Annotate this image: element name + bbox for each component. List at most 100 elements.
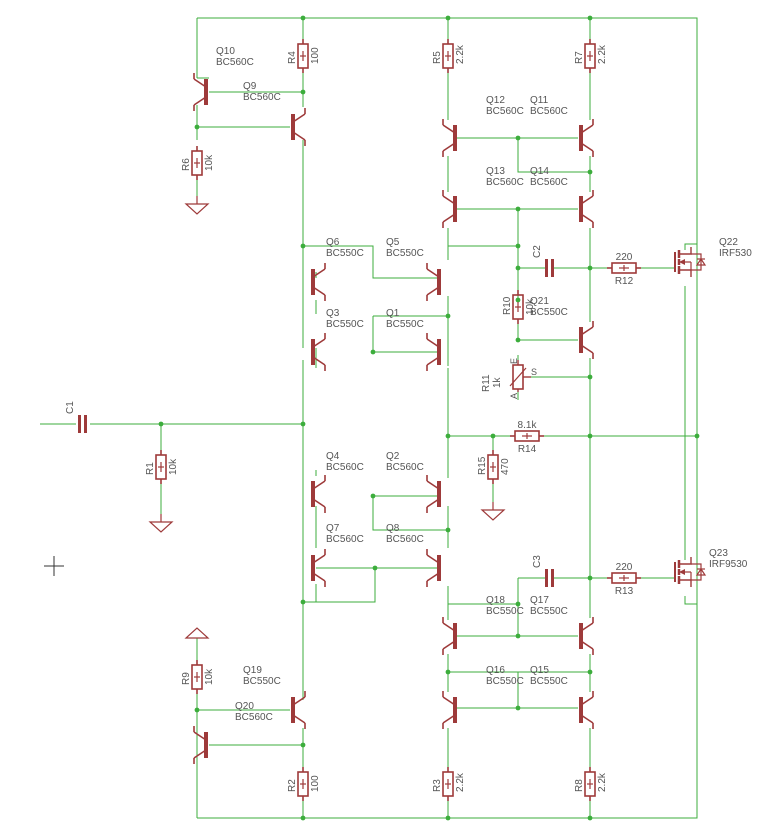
transistor-lead — [292, 131, 306, 141]
transistor-lead — [580, 213, 594, 223]
q5-transistor — [426, 263, 441, 301]
r1-ref: R1 — [145, 462, 156, 475]
q17-transistor — [579, 617, 594, 655]
r9-value: 10k — [204, 668, 215, 685]
r10-ref: R10 — [502, 296, 513, 315]
q14-transistor — [579, 190, 594, 228]
transistor-lead — [312, 338, 326, 348]
r11-potentiometer — [509, 360, 531, 392]
junction-dot — [445, 527, 451, 533]
junction-dot — [587, 169, 593, 175]
junction-dot — [300, 243, 306, 249]
capacitor-plate — [551, 569, 554, 587]
r3-value: 2.2k — [455, 772, 466, 792]
q2-value: BC560C — [386, 462, 424, 473]
mosfet-lead — [679, 579, 692, 587]
q15-ref: Q15 — [530, 665, 549, 676]
transistor-lead — [312, 268, 326, 278]
q19-value: BC550C — [243, 676, 281, 687]
q20-transistor — [193, 726, 208, 764]
junction-dot — [445, 815, 451, 821]
r8-value: 2.2k — [597, 772, 608, 792]
transistor-lead — [426, 356, 440, 366]
junction-dot — [300, 89, 306, 95]
q13-transistor — [442, 190, 457, 228]
q20-ref: Q20 — [235, 701, 254, 712]
capacitor-plate — [545, 569, 548, 587]
junction-dot — [515, 337, 521, 343]
r5-resistor — [442, 39, 454, 73]
q10-transistor — [193, 73, 208, 111]
r14-ref: R14 — [518, 444, 537, 455]
q12-value: BC560C — [486, 106, 524, 117]
wire — [303, 245, 439, 279]
r6-value: 10k — [204, 154, 215, 171]
capacitor-plate — [84, 415, 87, 433]
q5-value: BC550C — [386, 248, 424, 259]
junction-dot — [445, 15, 451, 21]
q3-transistor — [311, 333, 326, 371]
mosfet-diode — [695, 567, 707, 576]
r14-value: 8.1k — [518, 420, 538, 431]
q12-transistor — [442, 119, 457, 157]
q16-transistor — [442, 691, 457, 729]
transistor-lead — [292, 714, 306, 724]
wire — [303, 567, 439, 603]
transistor-lead — [580, 124, 594, 134]
transistor-base-bar — [311, 555, 315, 581]
wire — [447, 228, 518, 247]
transistor-lead — [193, 749, 207, 759]
r15-resistor — [487, 450, 499, 484]
mosfet-diode-lead — [691, 563, 702, 581]
transistor-base-bar — [311, 269, 315, 295]
transistor-base-bar — [311, 481, 315, 507]
q8-transistor — [426, 549, 441, 587]
mosfet-arrow — [679, 569, 685, 575]
transistor-base-bar — [437, 481, 441, 507]
q1-ref: Q1 — [386, 308, 400, 319]
c3-ref: C3 — [532, 555, 543, 568]
transistor-lead — [442, 124, 456, 134]
q6-transistor — [311, 263, 326, 301]
transistor-lead — [193, 731, 207, 741]
r2-resistor — [297, 767, 309, 801]
transistor-lead — [426, 572, 440, 582]
q20-value: BC560C — [235, 712, 273, 723]
wire — [517, 324, 578, 341]
q23-ref: Q23 — [709, 548, 728, 559]
q6-value: BC550C — [326, 248, 364, 259]
transistor-lead — [580, 696, 594, 706]
q4-ref: Q4 — [326, 451, 340, 462]
junction-dot — [445, 433, 451, 439]
pot-pin-a: A — [509, 393, 519, 399]
components — [44, 39, 707, 801]
transistor-lead — [312, 286, 326, 296]
junction-dot — [515, 206, 521, 212]
transistor-lead — [426, 554, 440, 564]
junction-dot — [587, 265, 593, 271]
wire — [684, 596, 697, 605]
transistor-lead — [442, 640, 456, 650]
q11-value: BC560C — [530, 106, 568, 117]
r5-value: 2.2k — [455, 44, 466, 64]
q4-transistor — [311, 475, 326, 513]
q4-value: BC560C — [326, 462, 364, 473]
q12-ref: Q12 — [486, 95, 505, 106]
supply-symbol — [184, 627, 210, 639]
pot-arrow — [509, 367, 527, 387]
q17-ref: Q17 — [530, 595, 549, 606]
transistor-lead — [580, 142, 594, 152]
q22-value: IRF530 — [719, 248, 752, 259]
r6-resistor — [191, 146, 203, 180]
r15-ref: R15 — [477, 456, 488, 475]
q1-value: BC550C — [386, 319, 424, 330]
r10-value: 10k — [525, 298, 536, 315]
junction-dot — [515, 265, 521, 271]
r6-ref: R6 — [181, 158, 192, 171]
capacitor-plate — [551, 259, 554, 277]
junction-dot — [372, 565, 378, 571]
wire — [372, 496, 448, 531]
junction-dot — [587, 374, 593, 380]
q3-value: BC550C — [326, 319, 364, 330]
q19-transistor — [291, 691, 306, 729]
